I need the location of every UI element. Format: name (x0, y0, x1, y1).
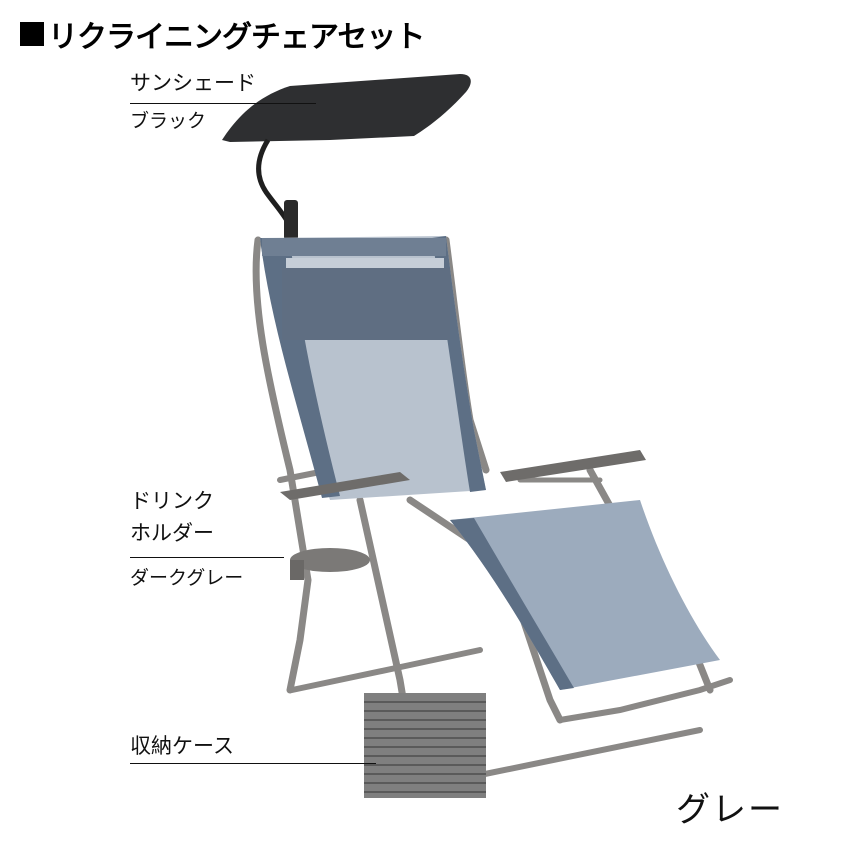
product-color-label: グレー (676, 790, 784, 830)
page-title: リクライニングチェアセット (20, 12, 425, 56)
armrests (280, 450, 646, 500)
sunshade-canopy (222, 74, 471, 240)
sunshade-label: サンシェード (130, 71, 256, 95)
chair-frame (252, 236, 733, 778)
seat-fabric (450, 500, 720, 690)
drink-holder (290, 548, 370, 580)
storage-case-leader-line (130, 763, 376, 764)
drink-holder-label-line1: ドリンク (130, 489, 214, 513)
sunshade-color: ブラック (130, 110, 207, 132)
sunshade-leader-line (130, 103, 316, 104)
drink-holder-label-line2: ホルダー (130, 521, 214, 545)
square-bullet-icon (20, 22, 44, 46)
page-title-text: リクライニングチェアセット (48, 20, 425, 55)
drink-holder-color: ダークグレー (130, 567, 244, 589)
storage-case (364, 693, 486, 798)
drink-holder-leader-line (130, 557, 284, 558)
backrest-fabric (260, 236, 486, 500)
storage-case-label: 収納ケース (130, 734, 234, 758)
